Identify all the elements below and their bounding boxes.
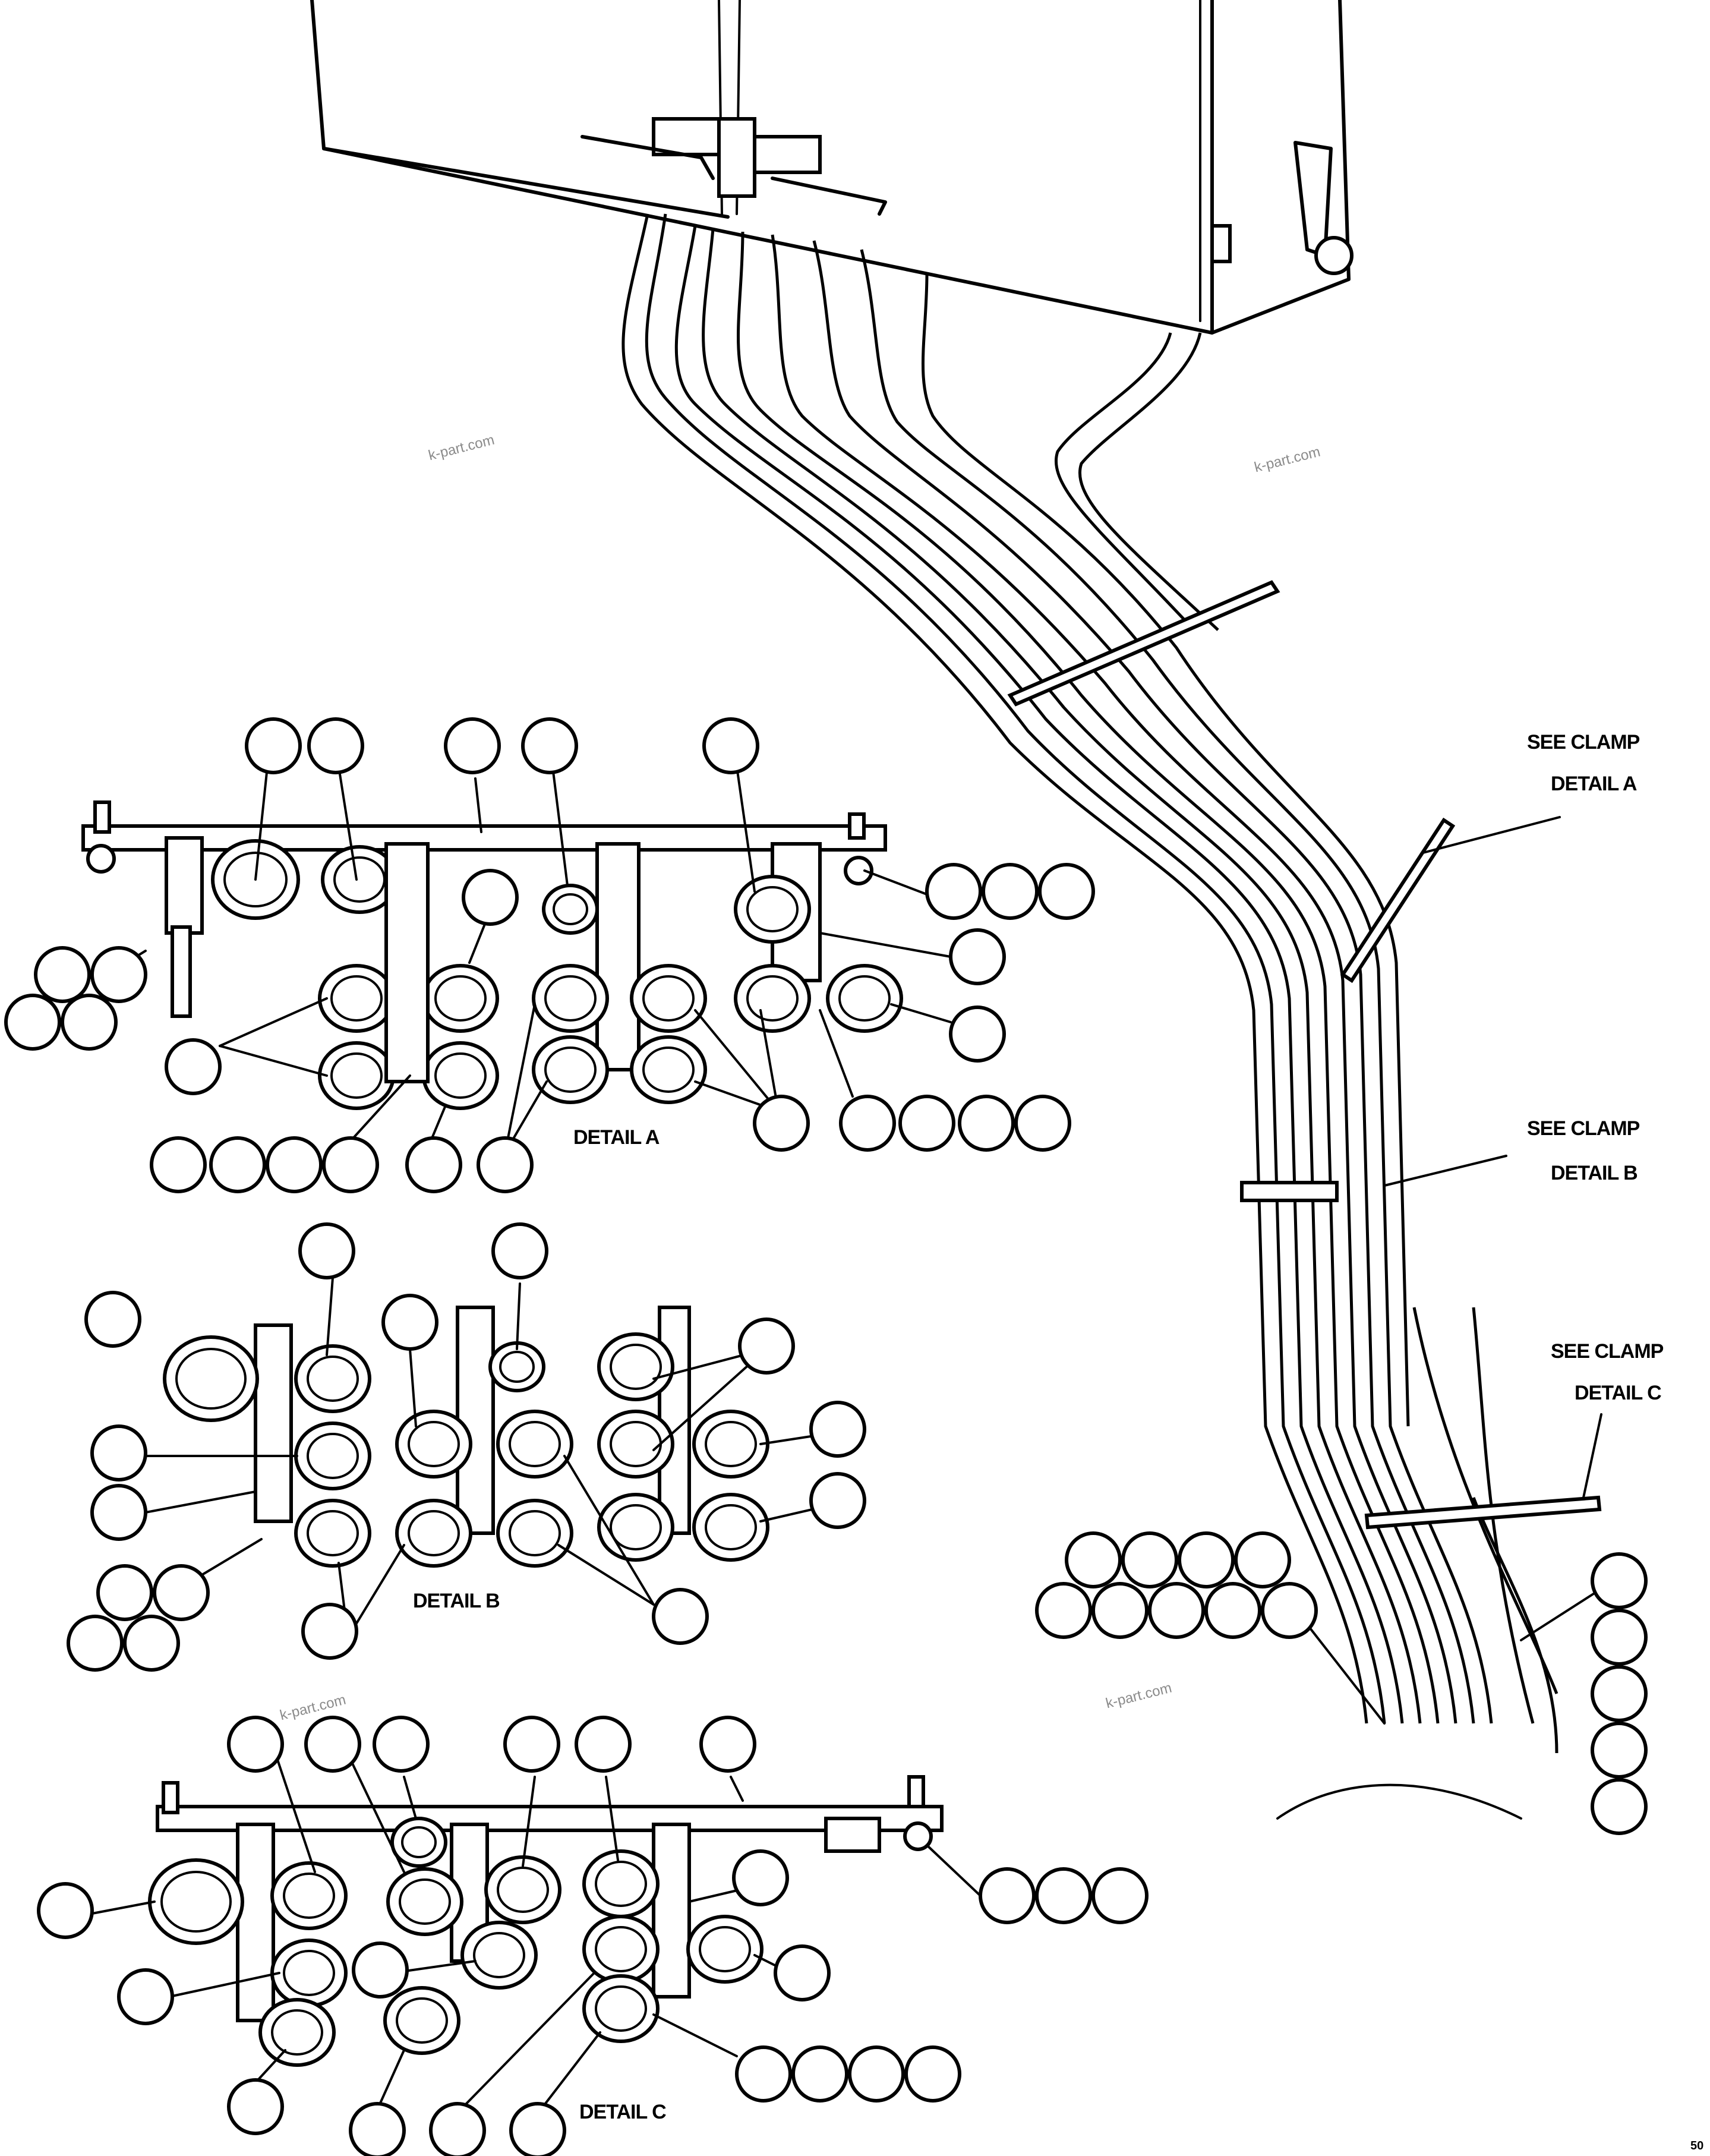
- see-clamp-a-line2: DETAIL A: [1551, 773, 1637, 795]
- see-clamp-b-leader: [1383, 1155, 1507, 1187]
- see-clamp-c-line2: DETAIL C: [1575, 1382, 1662, 1404]
- see-clamp-a-line1: SEE CLAMP: [1527, 731, 1640, 754]
- detail-c-clamp: [91, 1746, 982, 2111]
- detail-b-clamp: [144, 1276, 839, 1629]
- page-code: 50: [1690, 2139, 1704, 2152]
- see-clamp-c-line1: SEE CLAMP: [1551, 1340, 1664, 1363]
- see-clamp-b-line2: DETAIL B: [1551, 1162, 1638, 1184]
- detail-a-caption: DETAIL A: [573, 1126, 660, 1149]
- see-clamp-c-leader: [1582, 1413, 1602, 1499]
- hose-bundle: [621, 213, 1602, 1820]
- cabinet-housing: [310, 0, 1354, 335]
- detail-c-caption: DETAIL C: [579, 2101, 667, 2123]
- detail-b-caption: DETAIL B: [413, 1590, 500, 1612]
- see-clamp-a-leader: [1422, 816, 1561, 854]
- detail-a-clamp: [81, 765, 952, 1154]
- callout-balloons: [4, 717, 1648, 2156]
- see-clamp-b-line1: SEE CLAMP: [1527, 1117, 1640, 1140]
